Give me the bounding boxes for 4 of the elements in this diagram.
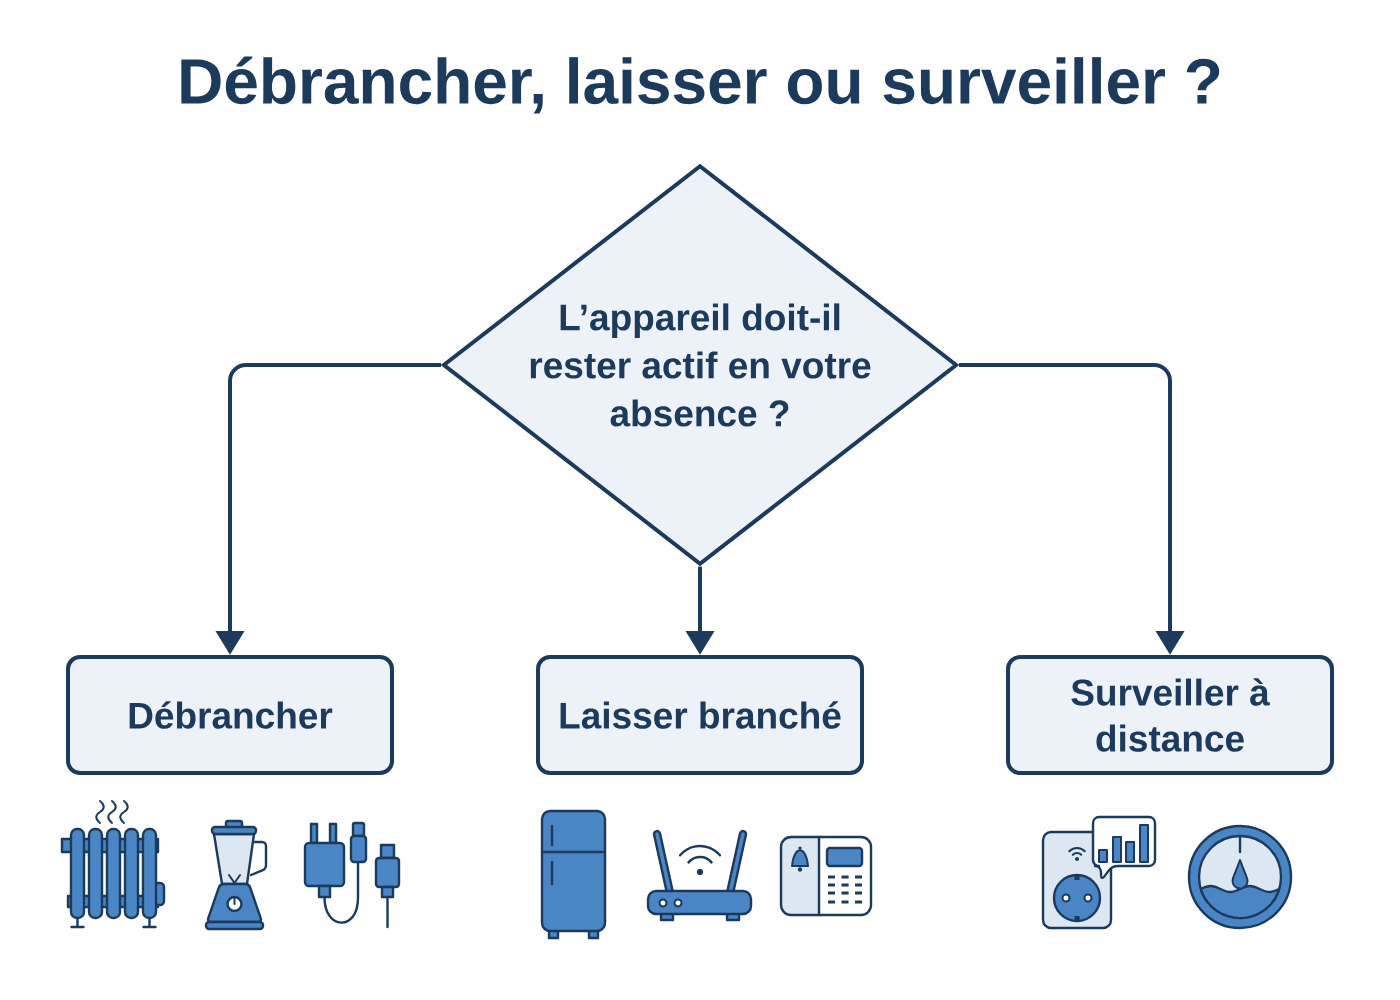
action-box: Laisser branché	[536, 655, 864, 775]
action-box: Surveiller à distance	[1006, 655, 1334, 775]
action-box: Débrancher	[66, 655, 394, 775]
title: Débrancher, laisser ou surveiller ?	[181, 56, 1220, 114]
